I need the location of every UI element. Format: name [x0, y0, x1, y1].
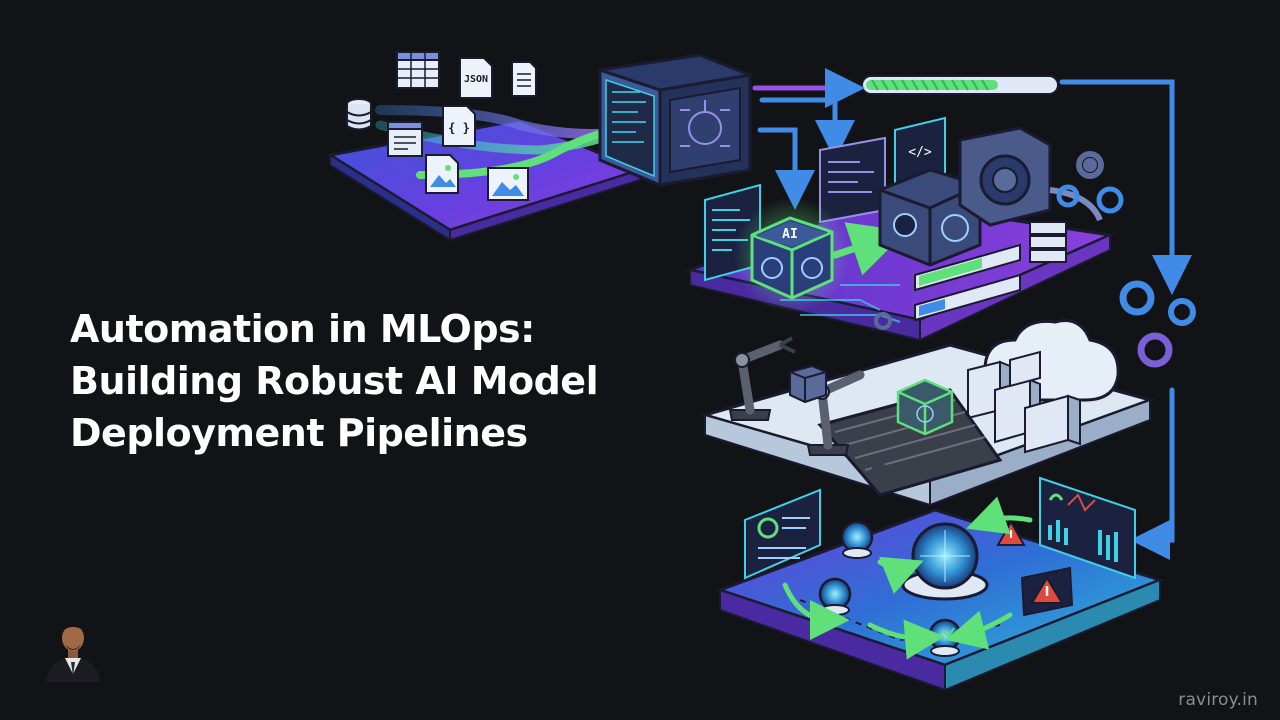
table-icon: [396, 51, 440, 89]
database-icon: [346, 98, 372, 131]
code-braces-file-icon: { }: [442, 105, 476, 147]
package-box-icon: [789, 364, 827, 404]
image-icon: [487, 167, 529, 201]
dashboard-icon: [744, 488, 821, 580]
gear-icon: [1137, 332, 1173, 368]
warning-icon: [1020, 566, 1074, 617]
gear-icon: [1168, 298, 1196, 326]
presenter-avatar: [46, 622, 100, 682]
json-label: JSON: [464, 74, 488, 85]
crystal-ball-icon: [818, 577, 852, 616]
document-icon: [511, 61, 537, 97]
image-file-icon: [425, 154, 459, 194]
training-progress-bar: [914, 243, 1021, 292]
gear-icon: [874, 312, 892, 330]
model-flow-arrow: [831, 222, 907, 276]
gear-icon: [1076, 151, 1104, 179]
training-machine-icon: [878, 126, 1103, 267]
server-rack-icon: [967, 350, 1081, 454]
top-progress-bar: [861, 75, 1059, 95]
title-line-3: Deployment Pipelines: [70, 411, 528, 455]
ai-label: AI: [782, 227, 798, 242]
deployed-model-cube-icon: [896, 378, 954, 436]
title-line-2: Building Robust AI Model: [70, 359, 599, 403]
crystal-ball-icon: [901, 522, 989, 601]
braces-label: { }: [448, 121, 470, 135]
json-file-icon: JSON: [459, 57, 493, 99]
slide-title: Automation in MLOps: Building Robust AI …: [70, 303, 670, 459]
code-label: </>: [908, 145, 932, 160]
code-panel-icon: [819, 136, 886, 224]
data-ingestion-platform: [325, 97, 672, 242]
site-watermark: raviroy.in: [1178, 690, 1258, 710]
validation-progress-bar: [914, 273, 1021, 322]
ingestion-server-icon: [598, 53, 752, 188]
flow-arrows: [752, 68, 1192, 560]
title-line-1: Automation in MLOps:: [70, 307, 535, 351]
crystal-ball-icon: [840, 520, 874, 559]
crystal-ball-icon: [928, 618, 962, 657]
dashboard-icon: [1039, 476, 1136, 580]
gear-icon: [1119, 280, 1155, 316]
gear-icon: [871, 463, 889, 481]
gear-icon: [1056, 184, 1124, 214]
server-stack-icon: [1029, 221, 1067, 263]
robot-arm-icon: [728, 336, 796, 421]
ai-cube-icon: AI: [734, 197, 850, 313]
mlops-pipeline-illustration: JSON { }: [325, 51, 1196, 692]
form-window-icon: [387, 121, 423, 157]
feedback-loop-arrows: [782, 496, 1033, 660]
